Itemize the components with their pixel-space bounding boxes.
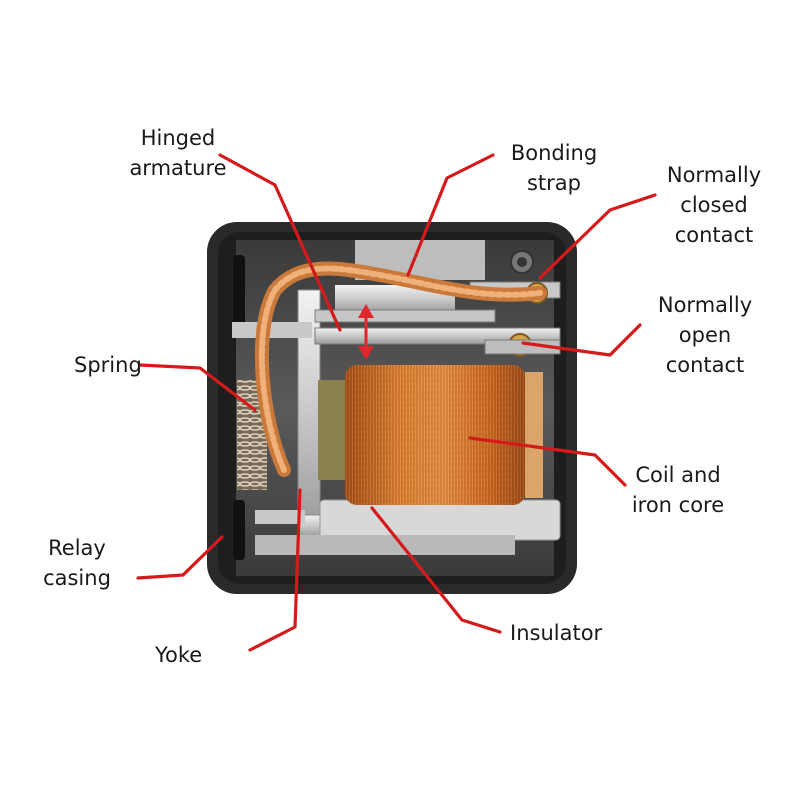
leader-coil xyxy=(468,436,627,487)
hinged-armature xyxy=(232,309,561,345)
coil xyxy=(345,365,543,505)
label-insulator: Insulator xyxy=(510,621,603,645)
label-normally-closed-contact: Normally closed contact xyxy=(666,163,762,247)
bonding-strap xyxy=(254,261,547,477)
label-coil-and-iron-core: Coil and iron core xyxy=(631,463,725,517)
leader-normally-open xyxy=(521,323,642,357)
leader-hinged-armature xyxy=(218,153,342,332)
leader-normally-closed xyxy=(538,193,657,280)
label-hinged-armature: Hinged armature xyxy=(129,126,227,180)
label-normally-open-contact: Normally open contact xyxy=(657,293,753,377)
leader-insulator xyxy=(370,506,502,634)
leader-bonding-strap xyxy=(406,153,495,277)
label-bonding-strap: Bonding strap xyxy=(510,141,598,195)
leader-spring xyxy=(138,363,257,412)
iron-core xyxy=(318,380,348,480)
label-relay-casing: Relay casing xyxy=(43,536,111,590)
label-spring: Spring xyxy=(74,353,142,377)
leader-relay-casing xyxy=(136,535,224,580)
movement-arrow xyxy=(358,304,374,360)
label-yoke: Yoke xyxy=(155,643,203,667)
leader-yoke xyxy=(248,488,302,652)
